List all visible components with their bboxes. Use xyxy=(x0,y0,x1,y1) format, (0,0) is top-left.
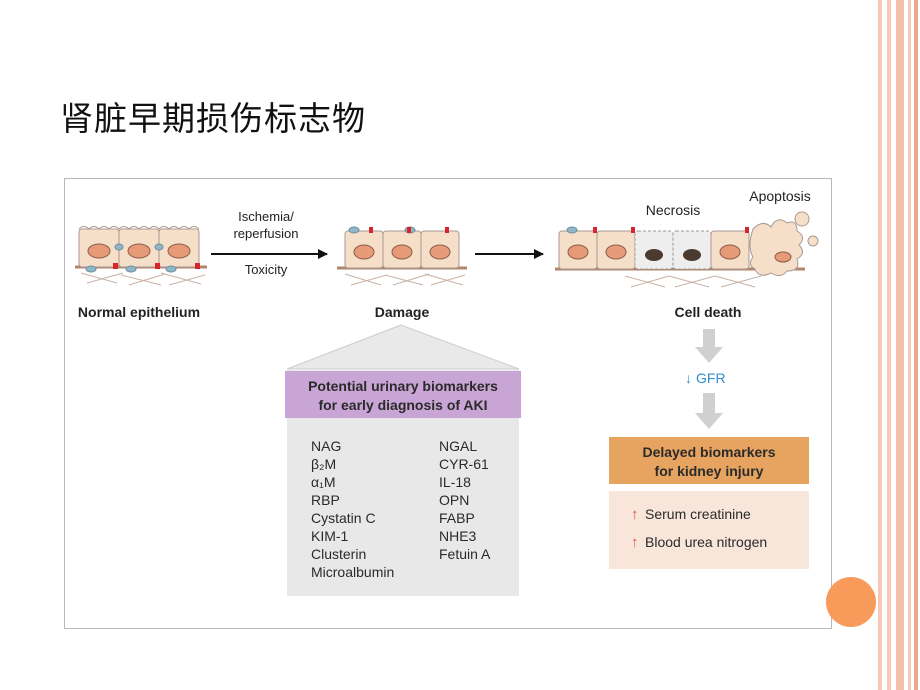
biomarker-item: CYR-61 xyxy=(439,456,489,472)
decor-orange-circle xyxy=(826,577,876,627)
label-damage: Damage xyxy=(375,304,430,320)
biomarker-item: RBP xyxy=(311,492,340,508)
label-blood-urea-nitrogen: Blood urea nitrogen xyxy=(645,534,767,550)
damaged-cells xyxy=(337,226,467,286)
label-normal-epithelium: Normal epithelium xyxy=(78,304,200,320)
delayed-header-line1: Delayed biomarkers xyxy=(642,444,775,460)
label-necrosis: Necrosis xyxy=(646,202,700,218)
delayed-biomarker-header xyxy=(609,437,809,484)
biomarker-item: Cystatin C xyxy=(311,510,376,526)
biomarker-item: β₂M xyxy=(311,456,336,472)
biomarker-item: Clusterin xyxy=(311,546,366,562)
biomarker-item: KIM-1 xyxy=(311,528,349,544)
label-gfr: GFR xyxy=(696,370,726,386)
biomarker-figure: Normal epithelium Ischemia/ reperfusion … xyxy=(64,178,832,629)
biomarker-item: OPN xyxy=(439,492,469,508)
decor-stripe-2 xyxy=(887,0,891,690)
decor-stripe-1 xyxy=(878,0,882,690)
early-header-line2: for early diagnosis of AKI xyxy=(318,397,487,413)
damage-callout-triangle xyxy=(286,324,520,370)
early-biomarker-header xyxy=(285,371,521,418)
biomarker-item: Microalbumin xyxy=(311,564,394,580)
label-ischemia: Ischemia/ xyxy=(238,209,294,224)
biomarker-item: FABP xyxy=(439,510,475,526)
normal-epithelium-cells xyxy=(75,226,207,286)
up-arrow-bun: ↑ xyxy=(631,534,639,551)
figure-svg: Normal epithelium Ischemia/ reperfusion … xyxy=(75,188,819,596)
label-serum-creatinine: Serum creatinine xyxy=(645,506,751,522)
label-toxicity: Toxicity xyxy=(245,262,288,277)
slide-title: 肾脏早期损伤标志物 xyxy=(60,99,366,138)
grey-down-arrow-1 xyxy=(695,329,723,363)
label-reperfusion: reperfusion xyxy=(233,226,298,241)
biomarker-item: Fetuin A xyxy=(439,546,491,562)
early-header-line1: Potential urinary biomarkers xyxy=(308,378,498,394)
cell-death-cells xyxy=(555,211,819,288)
early-biomarker-col2: NGAL CYR-61 IL-18 OPN FABP NHE3 Fetuin A xyxy=(439,438,491,562)
grey-down-arrow-2 xyxy=(695,393,723,429)
biomarker-item: α₁M xyxy=(311,474,335,490)
delayed-biomarker-panel xyxy=(609,491,809,569)
delayed-header-line2: for kidney injury xyxy=(655,463,764,479)
up-arrow-creatinine: ↑ xyxy=(631,506,639,523)
label-cell-death: Cell death xyxy=(675,304,742,320)
biomarker-item: NAG xyxy=(311,438,341,454)
biomarker-item: IL-18 xyxy=(439,474,471,490)
gfr-down-arrow: ↓ xyxy=(685,370,692,386)
decor-stripe-5 xyxy=(914,0,918,690)
decor-stripe-3 xyxy=(896,0,904,690)
early-biomarker-col1: NAG β₂M α₁M RBP Cystatin C KIM-1 Cluster… xyxy=(311,438,394,580)
decor-stripe-4 xyxy=(908,0,911,690)
biomarker-item: NHE3 xyxy=(439,528,477,544)
label-apoptosis: Apoptosis xyxy=(749,188,810,204)
biomarker-item: NGAL xyxy=(439,438,477,454)
